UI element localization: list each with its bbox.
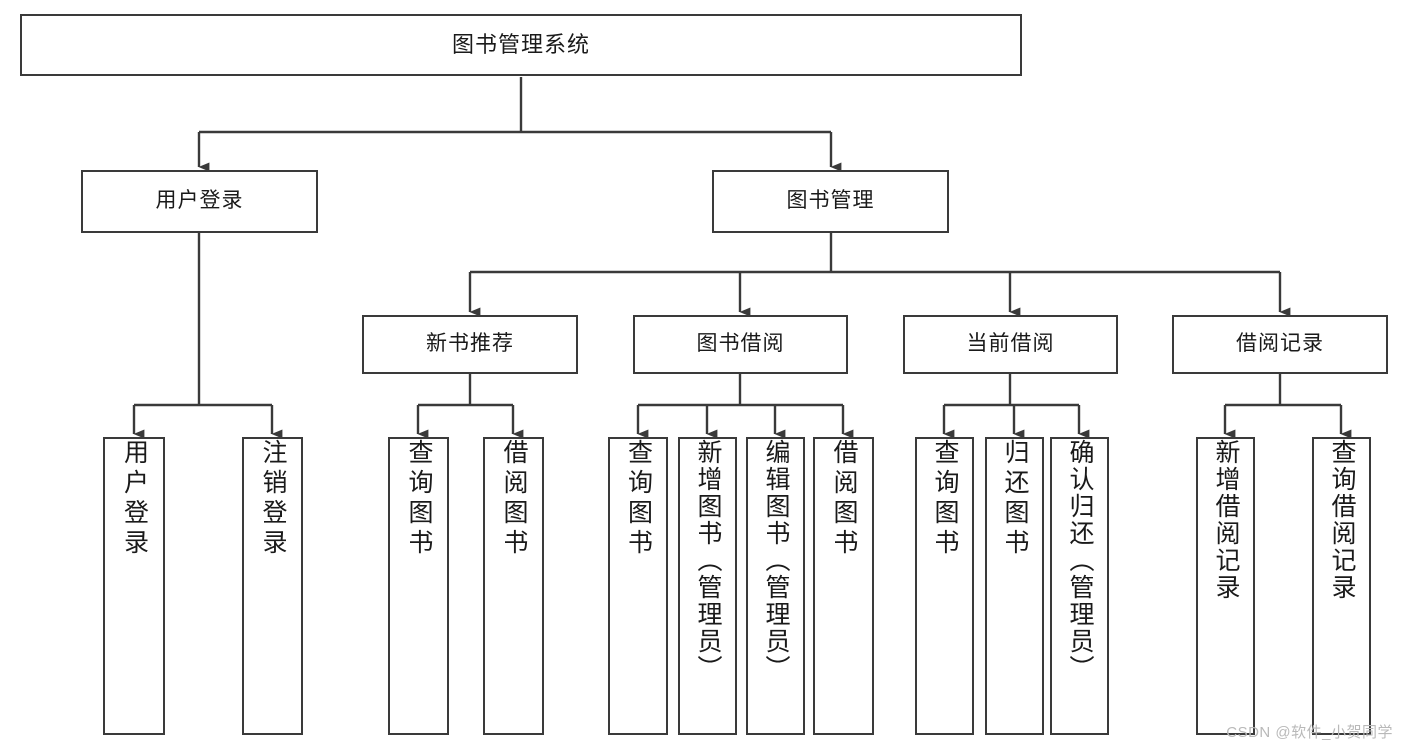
node-label: 当前借阅 [966, 332, 1055, 356]
node-label: 用户登录 [120, 439, 149, 559]
node-label: 借阅记录 [1236, 332, 1324, 356]
node-leaf-add-borrow-record[interactable]: 新增借阅记录 [1196, 437, 1255, 735]
node-label: 新增借阅记录 [1212, 439, 1240, 601]
watermark-text: CSDN @软件_小贺同学 [1226, 724, 1393, 741]
node-leaf-borrow-book-borrow[interactable]: 借阅图书 [813, 437, 874, 735]
node-leaf-return-book[interactable]: 归还图书 [985, 437, 1044, 735]
node-book-borrow[interactable]: 图书借阅 [633, 315, 848, 374]
node-leaf-edit-book-admin[interactable]: 编辑图书（管理员） [746, 437, 805, 735]
node-current-borrow[interactable]: 当前借阅 [903, 315, 1118, 374]
node-label: 查询借阅记录 [1328, 439, 1356, 601]
node-leaf-query-borrow-record[interactable]: 查询借阅记录 [1312, 437, 1371, 735]
node-new-book-recommendation[interactable]: 新书推荐 [362, 315, 578, 374]
node-label: 注销登录 [259, 439, 287, 559]
node-label: 查询图书 [931, 439, 959, 559]
node-label: 用户登录 [155, 189, 244, 213]
node-root-book-management-system[interactable]: 图书管理系统 [20, 14, 1022, 76]
node-leaf-confirm-return-admin[interactable]: 确认归还（管理员） [1050, 437, 1109, 735]
node-label: 图书管理系统 [451, 32, 590, 58]
node-label: 借阅图书 [500, 439, 528, 559]
node-leaf-user-login[interactable]: 用户登录 [103, 437, 165, 735]
node-leaf-add-book-admin[interactable]: 新增图书（管理员） [678, 437, 737, 735]
node-book-management[interactable]: 图书管理 [712, 170, 949, 233]
node-label: 借阅图书 [830, 439, 858, 559]
node-label: 图书借阅 [696, 332, 785, 356]
node-label: 图书管理 [786, 189, 875, 213]
node-borrow-record[interactable]: 借阅记录 [1172, 315, 1388, 374]
node-label: 确认归还（管理员） [1066, 439, 1094, 682]
node-leaf-query-book-recommendation[interactable]: 查询图书 [388, 437, 449, 735]
node-label: 新书推荐 [426, 332, 514, 356]
node-label: 归还图书 [1001, 439, 1029, 559]
node-leaf-query-book-borrow[interactable]: 查询图书 [608, 437, 668, 735]
node-label: 查询图书 [624, 439, 653, 559]
node-label: 新增图书（管理员） [694, 439, 722, 682]
node-leaf-user-logout[interactable]: 注销登录 [242, 437, 303, 735]
node-user-login[interactable]: 用户登录 [81, 170, 318, 233]
node-label: 查询图书 [405, 439, 433, 559]
node-leaf-borrow-book-recommendation[interactable]: 借阅图书 [483, 437, 544, 735]
node-leaf-query-book-current[interactable]: 查询图书 [915, 437, 974, 735]
node-label: 编辑图书（管理员） [762, 439, 790, 682]
